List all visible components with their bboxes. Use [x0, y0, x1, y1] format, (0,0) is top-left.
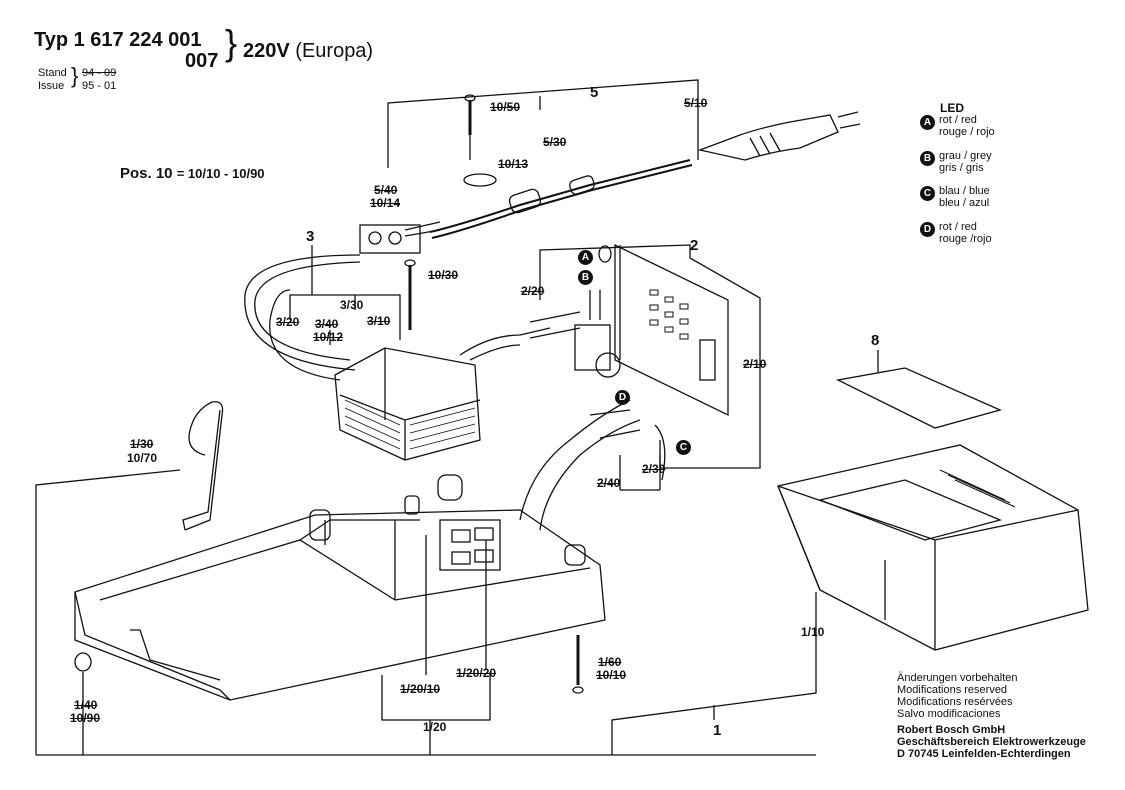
callout-10-12: 10/12 [313, 330, 344, 344]
callout-10-50: 10/50 [490, 100, 521, 114]
voltage-region: 220V (Europa) [243, 40, 373, 63]
pos10-prefix: Pos. 10 [120, 165, 173, 182]
led-c-badge: C [920, 186, 935, 201]
company-name: Robert Bosch GmbH [897, 724, 1006, 736]
callout-1-40: 1/40 [74, 698, 98, 712]
stand-label: Stand [38, 67, 67, 79]
part-number-2: 2 [690, 237, 699, 254]
led-marker-a: A [578, 250, 593, 265]
small-brace-icon: } [71, 63, 79, 88]
transformer [334, 347, 481, 461]
company-division: Geschäftsbereich Elektrowerkzeuge [897, 736, 1086, 748]
legend-a-line1: rot / red [939, 114, 977, 126]
callout-5-10: 5/10 [684, 96, 708, 110]
voltage: 220V [243, 40, 290, 62]
stand-value: 94 - 09 [82, 67, 117, 79]
led-d-badge: D [920, 222, 935, 237]
issue-label: Issue [38, 80, 65, 92]
callout-1-20: 1/20 [423, 720, 447, 734]
legend-d-line1: rot / red [939, 221, 977, 233]
legend-b-line2: gris / gris [939, 162, 984, 174]
led-a-badge: A [920, 115, 935, 130]
company-block: Robert Bosch GmbH Geschäftsbereich Elekt… [897, 724, 1086, 760]
part-number-3: 3 [306, 228, 315, 245]
legend-b-line1: grau / grey [939, 150, 992, 162]
callout-1-10: 1/10 [801, 625, 825, 639]
cable-clamp [463, 173, 497, 187]
type-variant: 007 [185, 50, 219, 72]
pos10-label: Pos. 10 = 10/10 - 10/90 [120, 165, 265, 182]
callout-5-30: 5/30 [543, 135, 567, 149]
brace-icon: } [225, 22, 238, 63]
note-line-2: Modifications reserved [897, 684, 1008, 696]
callout-3-20: 3/20 [276, 315, 300, 329]
callout-10-14: 10/14 [370, 196, 401, 210]
callout-10-30: 10/30 [428, 268, 459, 282]
legend-a-line2: rouge / rojo [939, 126, 995, 138]
legend-d-line2: rouge /rojo [939, 233, 992, 245]
led-marker-b: B [578, 270, 593, 285]
pcb-socket [439, 519, 501, 571]
legend-c-line2: bleu / azul [939, 197, 990, 209]
notes-block: Änderungen vorbehalten Modifications res… [897, 672, 1017, 720]
terminal-block [359, 224, 421, 254]
company-address: D 70745 Leinfelden-Echterdingen [897, 748, 1071, 760]
part-number-8: 8 [871, 332, 880, 349]
legend-c-line1: blau / blue [939, 185, 990, 197]
callout-2-10: 2/10 [743, 357, 767, 371]
callout-10-90: 10/90 [70, 711, 101, 725]
region: (Europa) [295, 40, 374, 62]
callout-3-30: 3/30 [340, 298, 364, 312]
led-marker-d: D [615, 390, 630, 405]
callout-1-20-20: 1/20/20 [456, 666, 497, 680]
top-cover [777, 444, 1089, 651]
led-b-badge: B [920, 151, 935, 166]
led-a [598, 245, 612, 263]
power-cord [429, 159, 691, 233]
pos10-range: = 10/10 - 10/90 [176, 166, 265, 181]
callout-5-40: 5/40 [374, 183, 398, 197]
callout-3-40: 3/40 [315, 317, 339, 331]
bracket-part-5 [387, 79, 699, 168]
callout-2-30: 2/30 [642, 462, 666, 476]
note-line-1: Änderungen vorbehalten [897, 672, 1018, 684]
issue-value: 95 - 01 [82, 80, 117, 92]
cord-grommet [508, 188, 542, 214]
legend-title: LED [940, 101, 964, 115]
rubber-foot [74, 652, 92, 672]
callout-1-60: 1/60 [598, 655, 622, 669]
mains-plug [697, 114, 839, 161]
heatsink [574, 324, 611, 371]
led-marker-c: C [676, 440, 691, 455]
callout-2-20: 2/20 [521, 284, 545, 298]
callout-10-70: 10/70 [127, 451, 158, 465]
callout-10-13: 10/13 [498, 157, 529, 171]
callout-2-40: 2/40 [597, 476, 621, 490]
note-line-4: Salvo modificaciones [897, 708, 1001, 720]
wire-clip [184, 401, 224, 531]
insert-pad [835, 367, 1002, 429]
callout-1-30: 1/30 [130, 437, 154, 451]
base-housing [74, 509, 606, 701]
pcb-board [614, 243, 729, 417]
callout-1-20-10: 1/20/10 [400, 682, 441, 696]
part-number-1: 1 [713, 722, 722, 739]
callout-10-10: 10/10 [596, 668, 627, 682]
type-number: Typ 1 617 224 001 [34, 29, 202, 51]
note-line-3: Modifications resérvées [897, 696, 1013, 708]
part-number-5: 5 [590, 84, 599, 101]
callout-3-10: 3/10 [367, 314, 391, 328]
capacitor [595, 352, 621, 378]
